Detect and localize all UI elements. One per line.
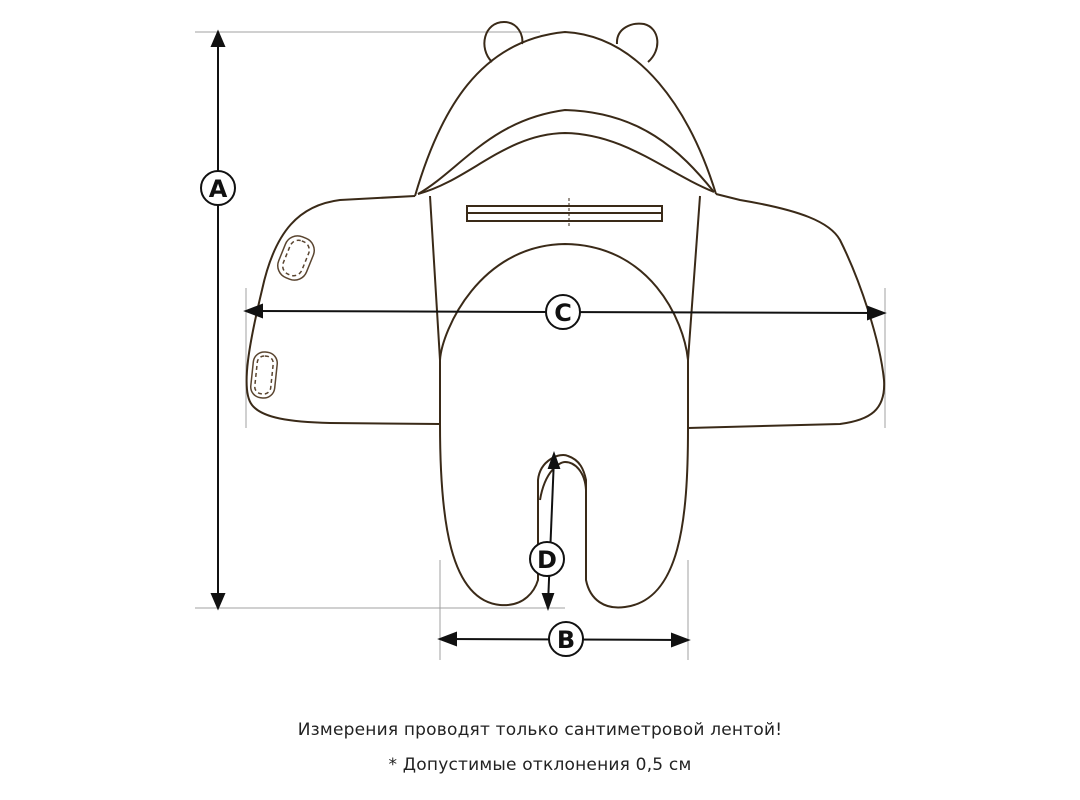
dimension-a <box>200 29 236 611</box>
dimension-b <box>437 621 691 657</box>
garment-outline <box>245 20 886 609</box>
label-c: C <box>554 299 572 327</box>
label-d: D <box>537 546 557 574</box>
measurement-note: Измерения проводят только сантиметровой … <box>297 720 783 740</box>
dimension-c <box>243 294 887 330</box>
label-a: A <box>209 175 228 203</box>
sleeve-patches <box>250 235 315 399</box>
dimension-d <box>529 451 565 611</box>
label-b: B <box>557 626 575 654</box>
tolerance-note: * Допустимые отклонения 0,5 см <box>388 755 692 775</box>
